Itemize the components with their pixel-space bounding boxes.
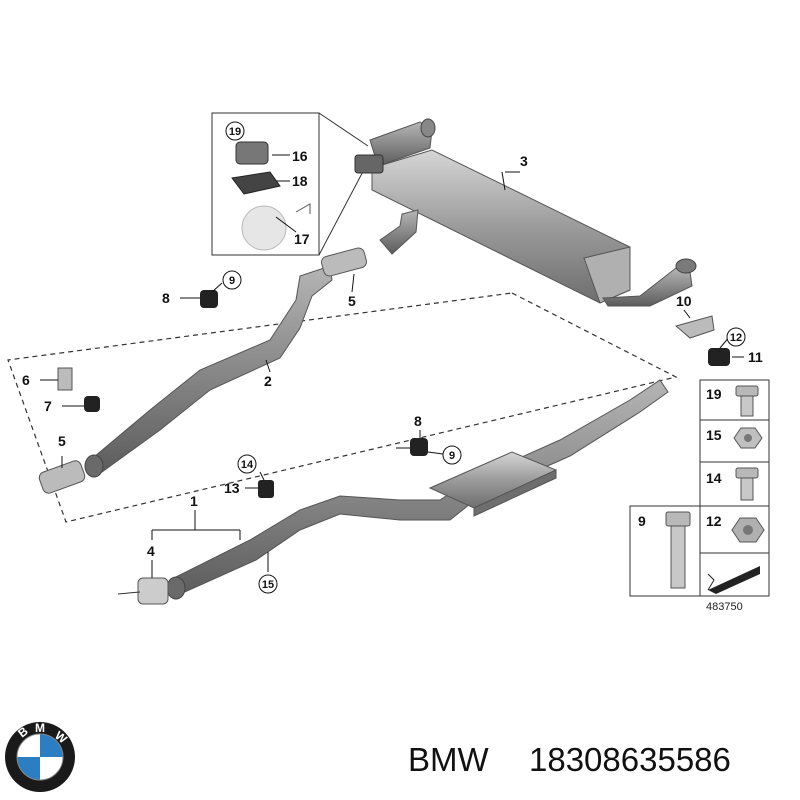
rubber-mount-8-lower xyxy=(410,438,428,456)
clamp-lower xyxy=(38,460,86,494)
label-16: 16 xyxy=(292,148,308,164)
label-17: 17 xyxy=(294,231,310,247)
circled-label-9-upper: 9 xyxy=(222,270,242,290)
label-10: 10 xyxy=(676,293,692,309)
bolt-14-icon xyxy=(735,467,759,501)
clamp-4 xyxy=(137,577,169,605)
nut-12-icon xyxy=(731,517,765,543)
brand-name: BMW xyxy=(408,741,490,778)
label-4: 4 xyxy=(147,543,155,559)
circled-label-12: 12 xyxy=(726,327,746,347)
label-6: 6 xyxy=(22,372,30,388)
part-number: 18308635586 xyxy=(529,741,731,778)
nut-15-icon xyxy=(733,427,763,449)
orientation-arrow-icon xyxy=(707,566,760,594)
svg-text:M: M xyxy=(35,721,45,735)
legend-label-12: 12 xyxy=(706,513,722,529)
label-1: 1 xyxy=(190,493,198,509)
label-5-lower: 5 xyxy=(58,433,66,449)
svg-text:12: 12 xyxy=(730,332,742,344)
rubber-mount-11 xyxy=(708,348,730,366)
bracket-10 xyxy=(674,315,715,339)
svg-text:15: 15 xyxy=(262,579,274,591)
label-8-upper: 8 xyxy=(162,290,170,306)
center-pipe xyxy=(169,379,669,597)
circled-label-15: 15 xyxy=(258,574,278,594)
svg-text:14: 14 xyxy=(241,459,254,471)
legend-label-15: 15 xyxy=(706,427,722,443)
rubber-mount-7 xyxy=(84,396,100,412)
label-5-upper: 5 xyxy=(348,293,356,309)
label-2: 2 xyxy=(264,373,272,389)
svg-text:9: 9 xyxy=(229,275,235,287)
sensor-16-shape xyxy=(235,141,269,165)
label-11: 11 xyxy=(748,349,763,365)
circled-label-19: 19 xyxy=(225,121,245,141)
legend-label-9: 9 xyxy=(638,513,646,529)
front-pipe xyxy=(87,265,333,473)
fastener-legend-table: 19 15 14 9 12 xyxy=(629,379,770,597)
rear-silencer xyxy=(354,118,697,307)
label-8-lower: 8 xyxy=(414,413,422,429)
circled-label-9-lower: 9 xyxy=(427,445,462,465)
legend-label-14: 14 xyxy=(706,470,722,486)
front-section-dashed-outline xyxy=(7,292,678,523)
bolt-19-icon xyxy=(735,385,759,417)
bracket-6 xyxy=(57,367,73,391)
circled-label-14: 14 xyxy=(237,454,257,474)
diagram-number: 483750 xyxy=(706,601,743,613)
rubber-mount-8-upper xyxy=(200,290,218,308)
rubber-mount-13 xyxy=(258,480,274,498)
label-18: 18 xyxy=(292,173,308,189)
label-7: 7 xyxy=(44,398,52,414)
label-13: 13 xyxy=(224,480,240,496)
label-3: 3 xyxy=(520,153,528,169)
gasket-18-shape xyxy=(231,171,281,195)
svg-text:9: 9 xyxy=(449,450,455,462)
bolt-9-icon xyxy=(665,511,691,589)
bmw-logo: B M W xyxy=(5,721,75,792)
svg-text:19: 19 xyxy=(229,126,241,138)
clamp-upper xyxy=(321,247,367,277)
bracket-17-shape xyxy=(241,205,287,251)
legend-label-19: 19 xyxy=(706,386,722,402)
